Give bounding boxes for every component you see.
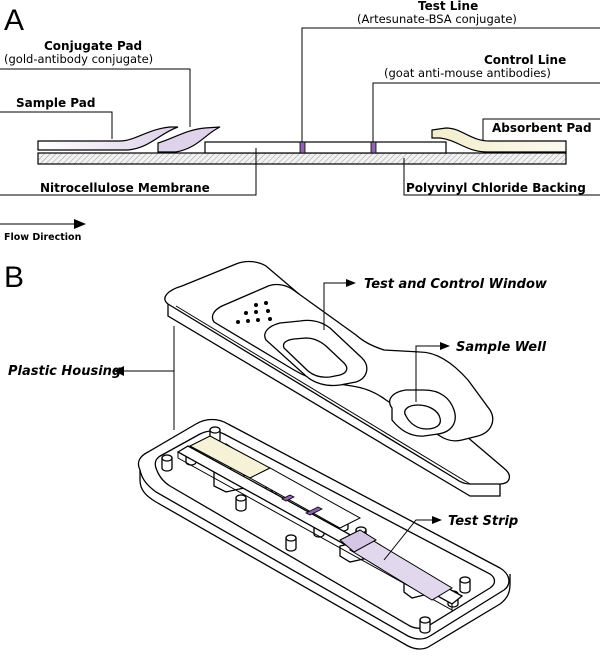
flow-direction-label: Flow Direction: [4, 232, 82, 243]
strip-conjugate-pad: [339, 529, 377, 553]
window-label: Test and Control Window: [364, 277, 548, 292]
plastic-housing-label: Plastic Housing: [8, 364, 121, 379]
test-line-sublabel: (Artesunate-BSA conjugate): [357, 12, 517, 26]
panel-b: B: [4, 260, 548, 650]
control-line-leader: [372, 82, 600, 142]
flow-direction-arrowhead: [74, 219, 86, 229]
absorbent-pad-label: Absorbent Pad: [492, 121, 592, 135]
panel-a-letter: A: [4, 4, 24, 37]
sample-pad-leader: [0, 111, 113, 139]
test-strip: [176, 435, 464, 611]
sample-well-leader: [415, 345, 442, 402]
conjugate-pad-leader: [0, 68, 191, 127]
window-leader-arrowhead: [346, 279, 356, 287]
sample-well-leader-arrowhead: [440, 342, 450, 350]
test-line-band: [299, 141, 306, 154]
conjugate-pad-label: Conjugate Pad: [44, 39, 142, 53]
window-leader: [323, 282, 348, 330]
sample-pad-label: Sample Pad: [16, 96, 95, 110]
sample-well-label: Sample Well: [456, 340, 547, 355]
test-strip-leader-arrowhead: [432, 516, 442, 524]
pvc-backing: [37, 152, 567, 165]
plastic-housing-leader: [124, 326, 175, 430]
control-line-sublabel: (goat anti-mouse antibodies): [384, 66, 551, 80]
absorbent-pad-leader: [482, 118, 600, 141]
nitrocellulose-label: Nitrocellulose Membrane: [40, 181, 210, 195]
housing-base: [137, 418, 511, 650]
pvc-backing-label: Polyvinyl Chloride Backing: [406, 181, 586, 195]
absorbent-pad: [431, 127, 567, 153]
pvc-backing-leader: [403, 158, 600, 196]
control-line-label: Control Line: [484, 53, 566, 67]
sample-pad: [37, 126, 179, 151]
conjugate-pad: [157, 126, 221, 153]
sample-well-inner: [404, 404, 442, 430]
test-strip-leader: [383, 519, 434, 561]
test-line-leader: [301, 27, 600, 142]
conjugate-pad-sublabel: (gold-antibody conjugate): [4, 52, 153, 66]
panel-b-letter: B: [4, 261, 24, 294]
housing-lid: [164, 260, 511, 497]
plastic-housing-arrowhead: [114, 366, 124, 376]
nitrocellulose-membrane: [204, 141, 447, 154]
control-line-band: [370, 141, 377, 154]
lid-dot-grid: [236, 301, 272, 324]
test-control-window-inner: [282, 337, 348, 378]
strip-control-line: [281, 494, 295, 502]
test-strip-label: Test Strip: [448, 514, 518, 529]
test-line-label: Test Line: [418, 0, 478, 13]
strip-test-line: [305, 506, 323, 516]
panel-a: A Conjugate Pad (gold-antibody conjugate…: [0, 0, 600, 243]
nitrocellulose-leader: [0, 148, 257, 196]
